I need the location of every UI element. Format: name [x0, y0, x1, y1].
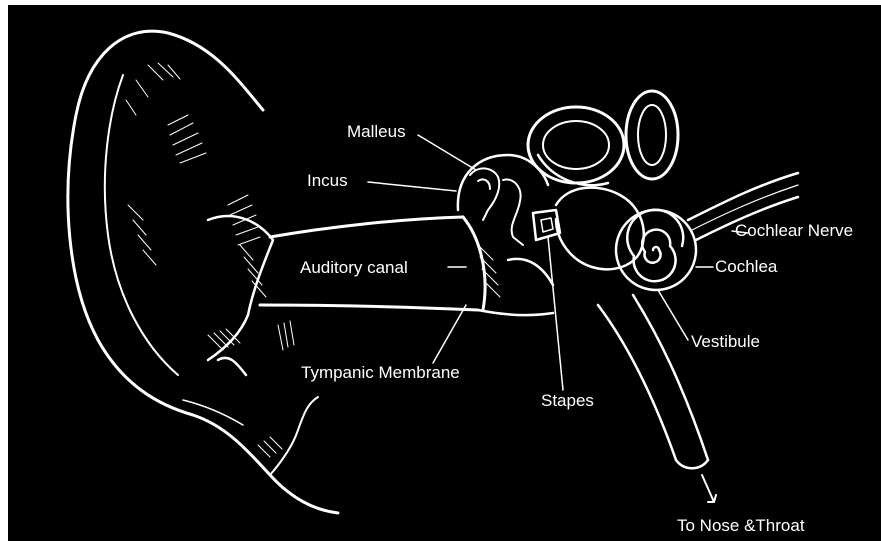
tympanic-membrane-shape: [463, 217, 485, 310]
label-malleus: Malleus: [347, 122, 406, 142]
label-auditory-canal: Auditory canal: [300, 258, 408, 278]
label-tympanic-membrane: Tympanic Membrane: [301, 363, 460, 383]
arrow-down-icon: [702, 475, 716, 502]
incus-shape: [503, 179, 523, 245]
label-cochlear-nerve: Cochlear Nerve: [735, 221, 853, 241]
cochlea-spiral: [616, 210, 696, 290]
malleus-shape: [470, 168, 499, 220]
vestibule-shape: [556, 188, 644, 270]
label-to-nose-throat: To Nose &Throat: [677, 516, 805, 536]
pinna-outline: [68, 31, 338, 513]
ear-diagram-panel: Malleus Incus Auditory canal Tympanic Me…: [8, 5, 881, 541]
semicircular-canals: [528, 91, 678, 185]
label-incus: Incus: [307, 171, 348, 191]
eustachian-tube-shape: [598, 295, 708, 468]
label-vestibule: Vestibule: [691, 332, 760, 352]
label-cochlea: Cochlea: [715, 257, 777, 277]
label-stapes: Stapes: [541, 391, 594, 411]
concha-outline: [208, 216, 273, 375]
